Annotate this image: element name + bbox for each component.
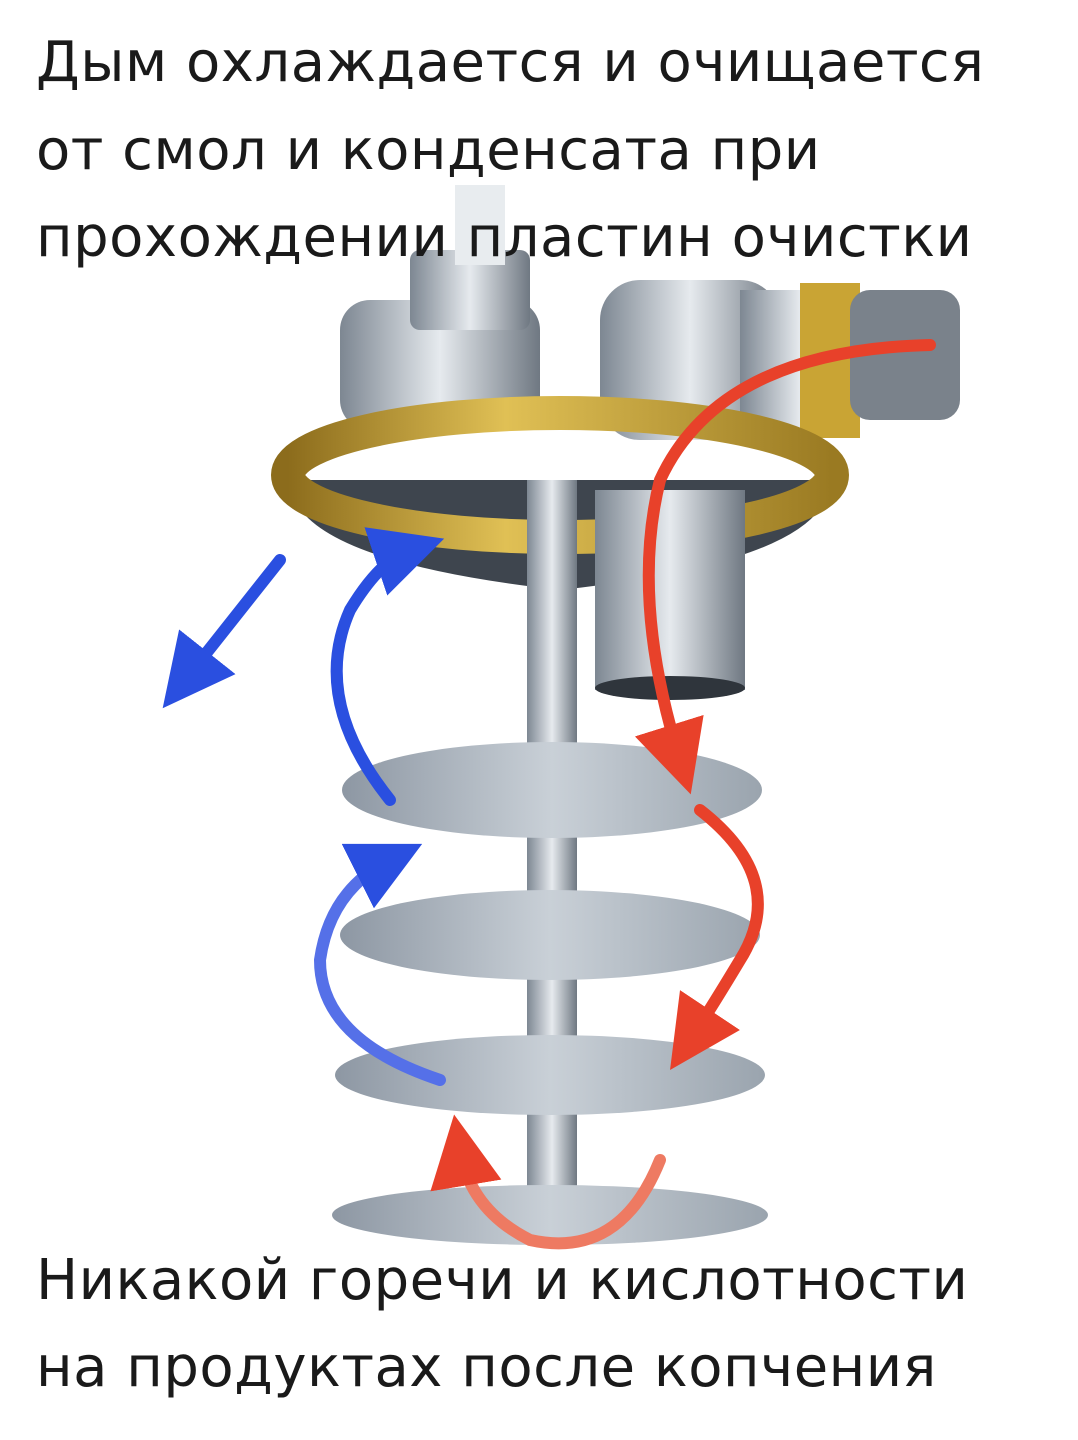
hot-smoke-arrow [430,1114,666,1250]
top-caption-line-3: прохождении пластин очистки [36,205,973,270]
plate-2 [340,890,760,980]
plate-1 [342,742,762,838]
hot-smoke-arrow [670,804,764,1070]
plate-3 [335,1035,765,1115]
top-caption-line-2: от смол и конденсата при [36,118,821,183]
inlet-fitting [340,185,540,430]
cool-smoke-arrow [330,527,445,806]
central-rod [527,480,577,1240]
plate-4 [332,1185,768,1245]
top-caption-line-1: Дым охлаждается и очищается [36,30,985,95]
bottom-caption-line-1: Никакой горечи и кислотности [36,1248,969,1313]
cool-smoke-arrow [313,843,446,1086]
hot-smoke-arrow [634,339,936,795]
bottom-caption-line-2: на продуктах после копчения [36,1335,937,1400]
cool-smoke-arrow [162,554,286,709]
